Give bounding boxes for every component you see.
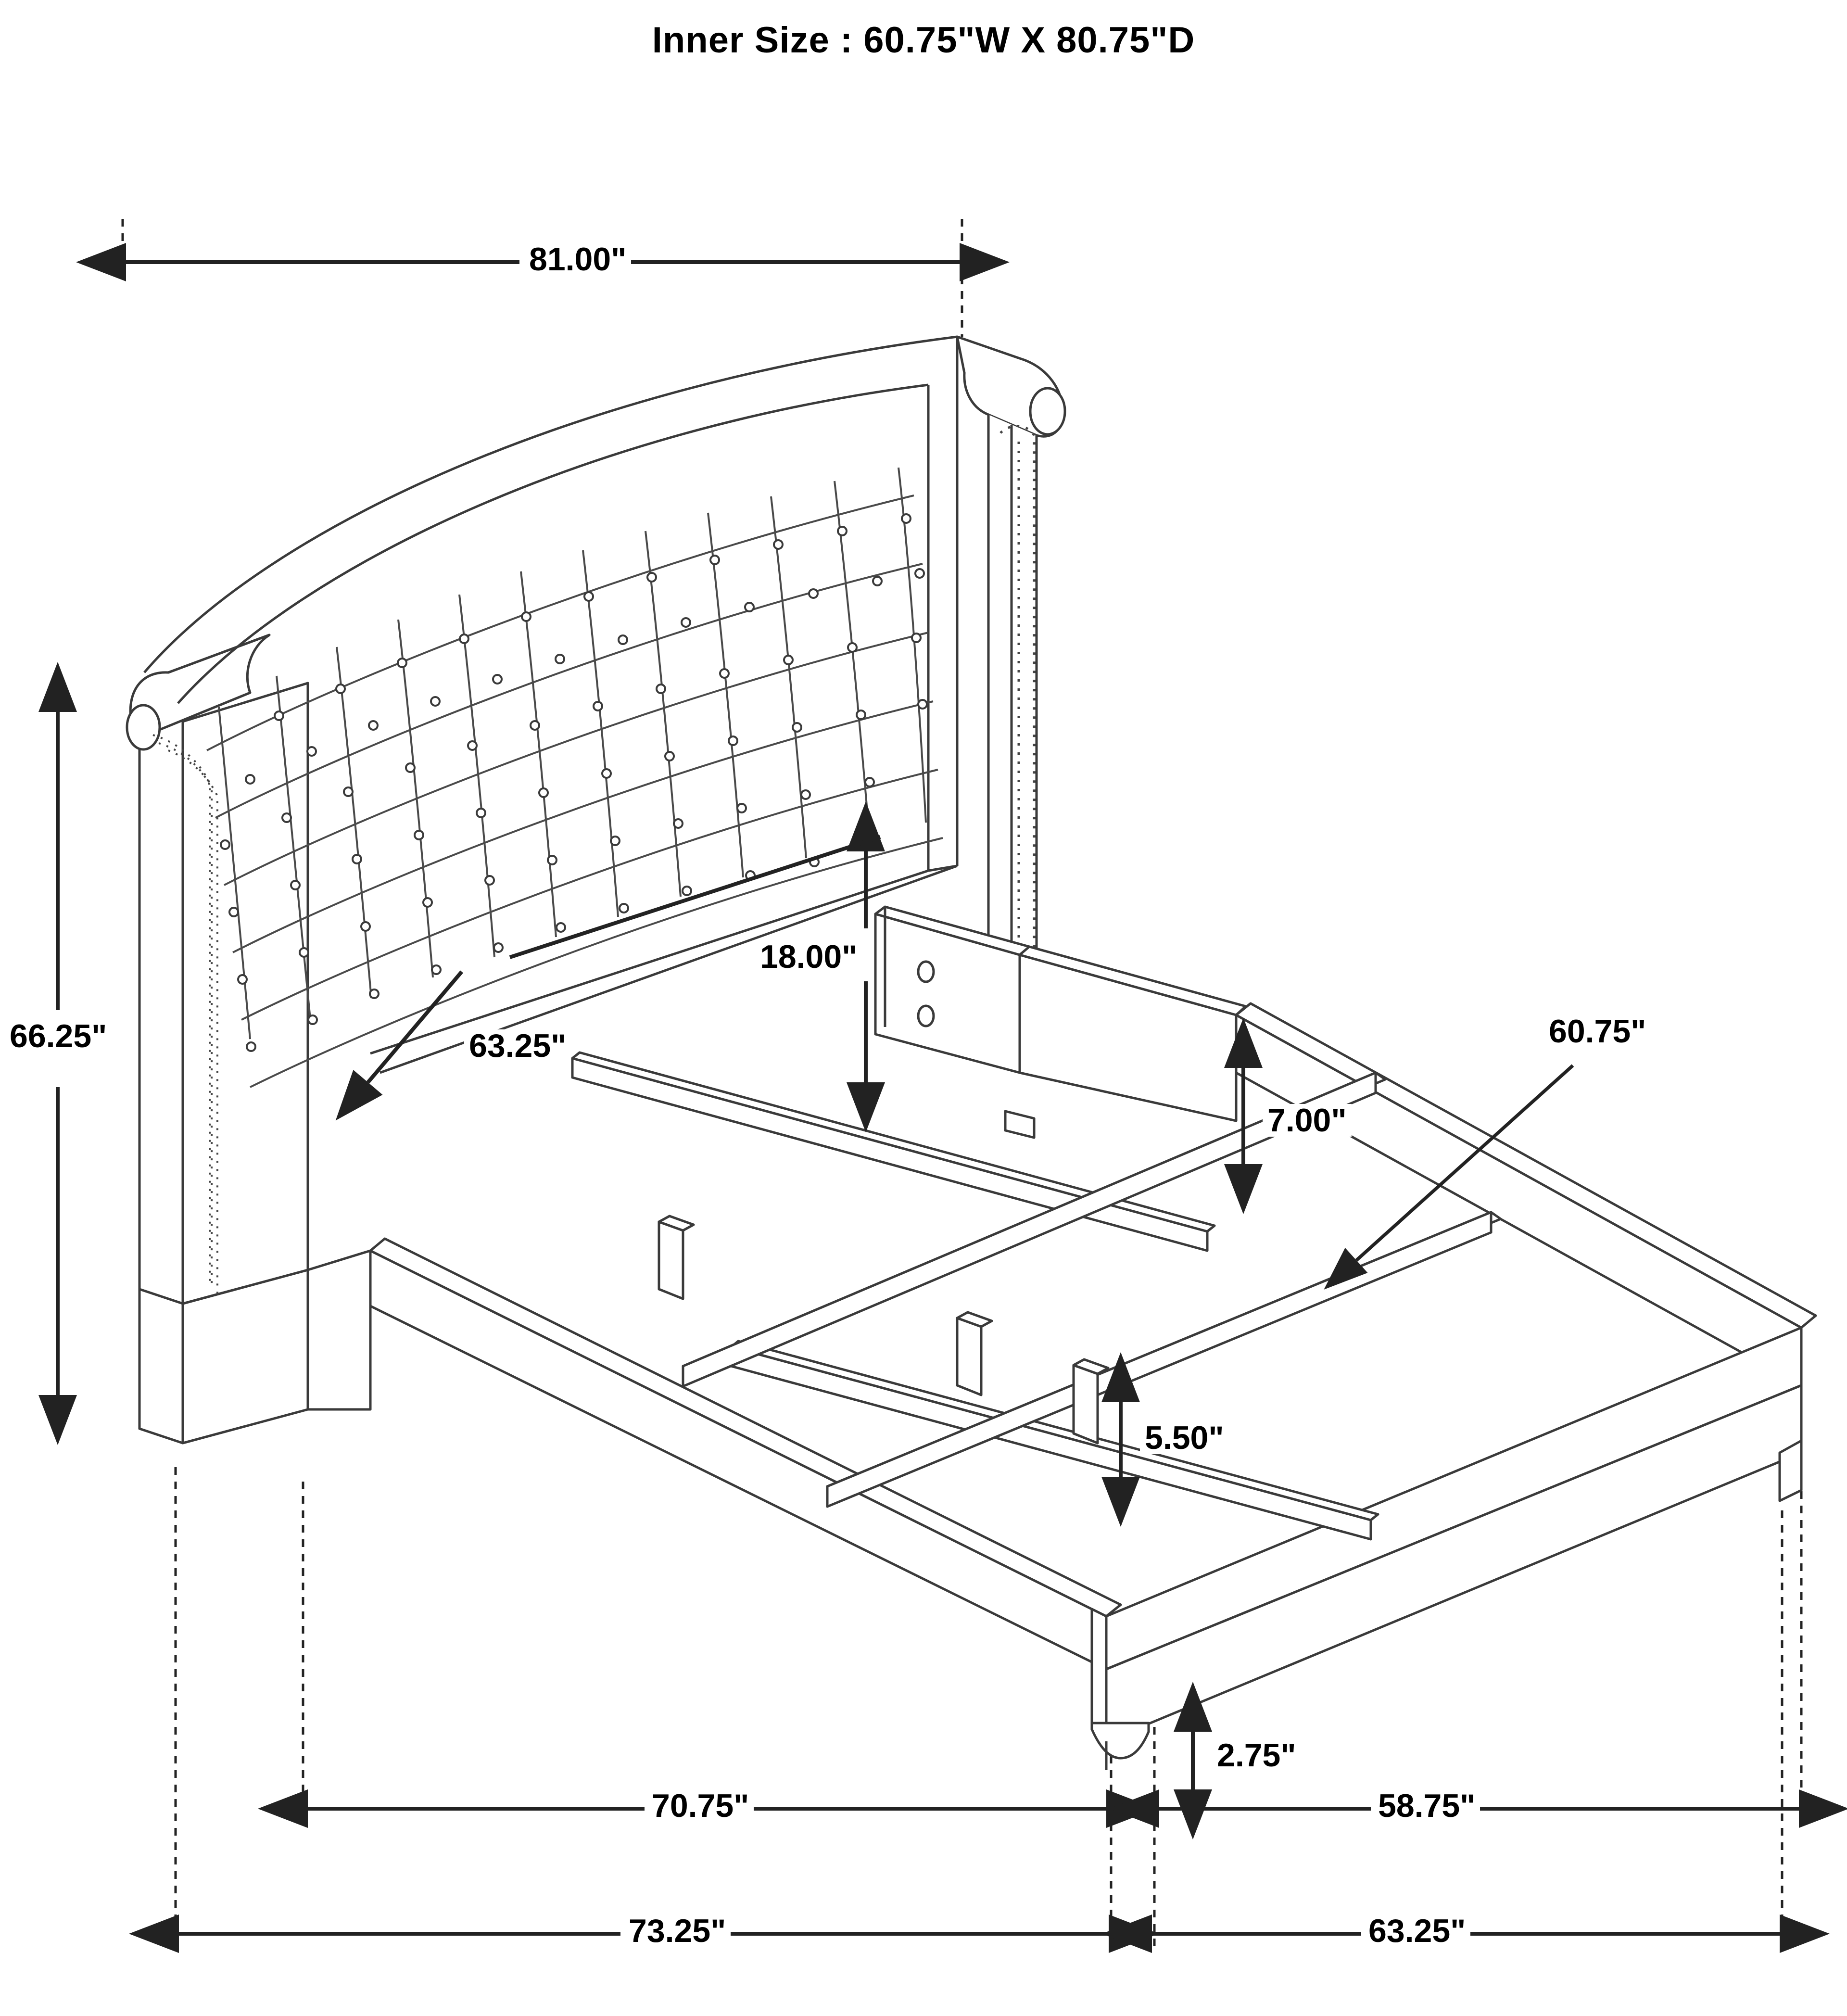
- dim-label-footboard-width: 58.75": [1373, 1789, 1480, 1822]
- dim-label-overall-width: 81.00": [524, 243, 632, 276]
- dim-label-side-rail-front: 70.75": [647, 1789, 754, 1822]
- tufting-pattern: [206, 467, 943, 1088]
- page-title: Inner Size : 60.75"W X 80.75"D: [652, 20, 1195, 61]
- dimension-arrows: [38, 243, 1847, 1953]
- dim-label-side-rail-overall: 73.25": [624, 1915, 731, 1947]
- dim-arrow-63-25-hb: [509, 835, 881, 959]
- dim-label-rail-to-slat: 7.00": [1263, 1104, 1352, 1137]
- dim-label-footboard-overall: 63.25": [1364, 1915, 1471, 1947]
- tuft-buttons: [220, 513, 928, 1052]
- dim-label-foot-leg-height: 2.75": [1212, 1739, 1301, 1772]
- dim-label-headboard-panel: 63.25": [464, 1029, 571, 1062]
- dim-label-headboard-to-rail: 18.00": [755, 940, 862, 973]
- dim-label-slat-width-callout: 60.75": [1544, 1015, 1651, 1048]
- witness-lines: [121, 219, 1803, 1948]
- leader-line-60-75: [1324, 1064, 1574, 1290]
- nailhead-trim-left: [152, 734, 218, 1294]
- dim-label-overall-height: 66.25": [5, 1020, 112, 1052]
- nailhead-trim-right: [999, 425, 1036, 1044]
- dim-label-center-leg-height: 5.50": [1140, 1421, 1229, 1454]
- bed-frame-group: [369, 905, 1817, 1770]
